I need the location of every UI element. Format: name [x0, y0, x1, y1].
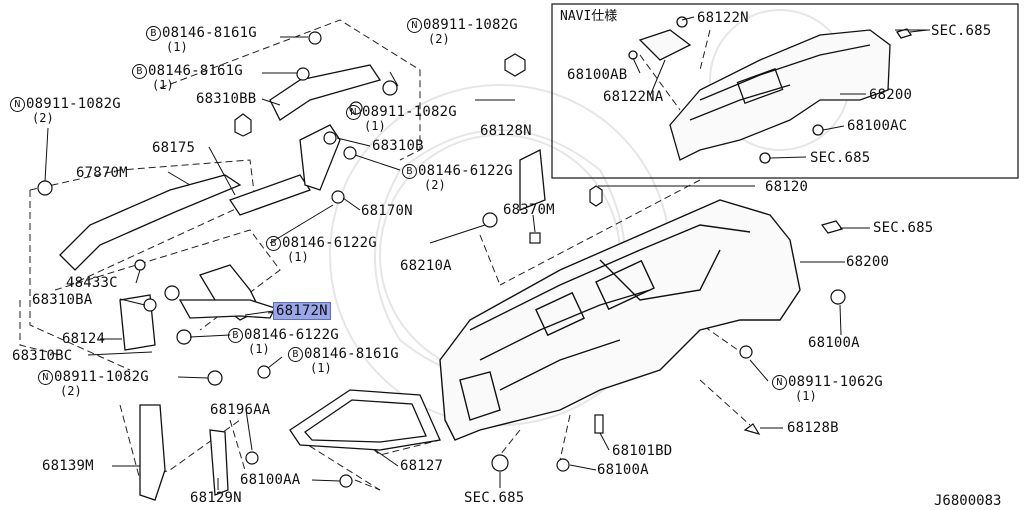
- part-number: 08911-1082G: [26, 96, 121, 112]
- part-number: 08146-6122G: [282, 235, 377, 251]
- qty-label: (1): [152, 78, 174, 92]
- nut-symbol-icon: N: [10, 97, 25, 112]
- part-68175: 68175: [152, 140, 196, 156]
- part-68139m: 68139M: [42, 458, 94, 474]
- part-48433c: 48433C: [66, 275, 118, 291]
- bolt-symbol-icon: B: [132, 64, 147, 79]
- part-68124: 68124: [62, 331, 106, 347]
- part-sec685-inset-top: SEC.685: [931, 23, 992, 39]
- part-68200-inset: 68200: [869, 87, 913, 103]
- part-sec685-inset-bottom: SEC.685: [810, 150, 871, 166]
- qty-label: (2): [32, 111, 54, 125]
- fasteners: [37, 31, 846, 488]
- part-number: 08146-8161G: [304, 346, 399, 362]
- part-68129n: 68129N: [190, 490, 242, 506]
- nut-symbol-icon: N: [346, 105, 361, 120]
- dashed-assembly-lines: [19, 19, 751, 491]
- qty-label: (1): [287, 250, 309, 264]
- part-68122na: 68122NA: [603, 89, 664, 105]
- qty-label: (2): [60, 384, 82, 398]
- part-68210a: 68210A: [400, 258, 452, 274]
- nut-symbol-icon: N: [407, 18, 422, 33]
- part-68122n: 68122N: [697, 10, 749, 26]
- part-number: 08146-8161G: [162, 25, 257, 41]
- part-number: 08911-1062G: [788, 374, 883, 390]
- steering-member: [59, 64, 382, 351]
- inset-instrument-panel: [628, 16, 913, 164]
- highlighted-part-68172n[interactable]: 68172N: [273, 302, 331, 320]
- qty-label: (1): [310, 361, 332, 375]
- part-67870m: 67870M: [76, 165, 128, 181]
- part-number: 08911-1082G: [423, 17, 518, 33]
- part-number: 08146-6122G: [418, 163, 513, 179]
- part-68100a-bottom: 68100A: [597, 462, 649, 478]
- part-68310bb: 68310BB: [196, 91, 257, 107]
- part-68101bd: 68101BD: [612, 443, 673, 459]
- part-sec685-right: SEC.685: [873, 220, 934, 236]
- qty-label: (2): [424, 178, 446, 192]
- part-68196aa: 68196AA: [210, 402, 271, 418]
- part-68128n: 68128N: [480, 123, 532, 139]
- qty-label: (1): [795, 389, 817, 403]
- part-number: 08146-8161G: [148, 63, 243, 79]
- part-68310ba: 68310BA: [32, 292, 93, 308]
- bolt-symbol-icon: B: [146, 26, 161, 41]
- part-68170n: 68170N: [361, 203, 413, 219]
- diagram-code: J6800083: [934, 493, 1002, 509]
- part-68128b: 68128B: [787, 420, 839, 436]
- qty-label: (1): [364, 119, 386, 133]
- part-68120: 68120: [765, 179, 809, 195]
- part-number: 08911-1082G: [54, 369, 149, 385]
- instrument-panel-main: [439, 199, 801, 441]
- lower-brackets: [139, 148, 546, 501]
- nut-symbol-icon: N: [38, 370, 53, 385]
- part-number: 08146-6122G: [244, 327, 339, 343]
- navi-inset-frame: [551, 3, 1019, 179]
- part-68100ac: 68100AC: [847, 118, 908, 134]
- part-number: 08911-1082G: [362, 104, 457, 120]
- part-68172n: 68172N: [273, 302, 331, 320]
- bolt-symbol-icon: B: [228, 328, 243, 343]
- part-68310b: 68310B: [372, 138, 424, 154]
- inset-title: NAVI仕様: [560, 9, 618, 24]
- bolt-symbol-icon: B: [402, 164, 417, 179]
- part-68200: 68200: [846, 254, 890, 270]
- part-68127: 68127: [400, 458, 444, 474]
- part-sec685-bottom: SEC.685: [464, 490, 525, 506]
- qty-label: (1): [248, 342, 270, 356]
- part-68310bc: 68310BC: [12, 348, 73, 364]
- bolt-symbol-icon: B: [288, 347, 303, 362]
- part-68100ab: 68100AB: [567, 67, 628, 83]
- leader-lines: [44, 16, 930, 490]
- nut-symbol-icon: N: [772, 375, 787, 390]
- qty-label: (2): [428, 32, 450, 46]
- qty-label: (1): [166, 40, 188, 54]
- part-68100a-right: 68100A: [808, 335, 860, 351]
- part-68370m: 68370M: [503, 202, 555, 218]
- part-68100aa: 68100AA: [240, 472, 301, 488]
- bolt-symbol-icon: B: [266, 236, 281, 251]
